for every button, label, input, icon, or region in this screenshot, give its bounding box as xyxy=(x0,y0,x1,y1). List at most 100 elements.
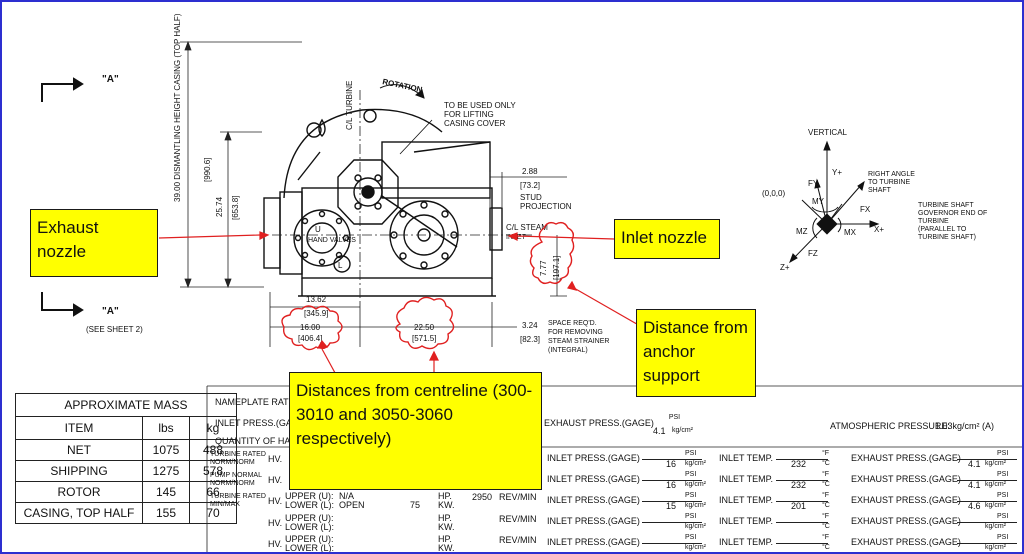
row-temp-c: °C xyxy=(822,523,830,530)
dim-324-value: 3.24 xyxy=(522,321,538,330)
row-temp-f: °F xyxy=(822,450,830,457)
atmospheric-value: 1.03kg/cm² (A) xyxy=(935,421,995,431)
nameplate-exhaust-value: 4.1 xyxy=(653,426,666,436)
anchor-distance-dimension xyxy=(550,235,567,297)
inlet-flange xyxy=(381,195,459,270)
mass-lbs: 1275 xyxy=(142,460,190,482)
mass-lbs: 1075 xyxy=(142,439,190,461)
right-angle-1: RIGHT ANGLE xyxy=(868,171,915,178)
section-a-bottom-label: "A" xyxy=(102,306,119,317)
mass-item: NET xyxy=(15,439,143,461)
anchor-dim-value: 7.77 xyxy=(539,260,548,276)
anchor-dim-mm: [197.1] xyxy=(552,256,561,280)
stud-label-1: STUD xyxy=(520,193,542,202)
row-inlet-temp-label: INLET TEMP. xyxy=(719,453,774,463)
value-underline xyxy=(776,543,828,544)
lifting-note-1: TO BE USED ONLY xyxy=(444,101,516,110)
row-inlet-temp-label: INLET TEMP. xyxy=(719,516,774,526)
nameplate-exhaust-kg: kg/cm² xyxy=(672,427,693,434)
value-underline xyxy=(957,459,1017,460)
turbine-minmax-value: MIN/MAX xyxy=(210,501,240,508)
mass-item: ROTOR xyxy=(15,481,143,503)
lifting-note-3: CASING COVER xyxy=(444,119,506,128)
hp-label: HP. xyxy=(438,534,452,544)
upper-u-label: UPPER (U): xyxy=(285,491,334,501)
row-inlet-kg: kg/cm² xyxy=(685,460,706,467)
table-row: SHIPPING 1275 578 xyxy=(15,460,237,482)
row-inlet-kg: kg/cm² xyxy=(685,544,706,551)
row-temp-f: °F xyxy=(822,513,830,520)
row-inlet-press-label: INLET PRESS.(GAGE) xyxy=(547,537,640,547)
row-temp-f: °F xyxy=(822,492,830,499)
kw-value: 75 xyxy=(410,500,421,510)
row-inlet-press-label: INLET PRESS.(GAGE) xyxy=(547,495,640,505)
shaft-note-1: TURBINE SHAFT xyxy=(918,202,974,209)
row-inlet-temp-label: INLET TEMP. xyxy=(719,495,774,505)
cl-turbine-label: C/L TURBINE xyxy=(345,81,354,130)
row-exhaust-psi: PSI xyxy=(997,492,1009,499)
row-temp-c: °C xyxy=(822,460,830,467)
rev-min-label: REV/MIN xyxy=(499,492,537,502)
row-inlet-temp-label: INLET TEMP. xyxy=(719,474,774,484)
nameplate-exhaust-psi: PSI xyxy=(668,414,681,421)
row-exhaust-value: 4.6 xyxy=(968,501,981,511)
space-req-4: (INTEGRAL) xyxy=(548,347,588,354)
lower-l-label: LOWER (L): xyxy=(285,522,335,532)
turbine-minmax-label: TURBINE RATED xyxy=(210,493,266,500)
hand-valve-l: L xyxy=(338,261,343,270)
row-exhaust-kg: kg/cm² xyxy=(985,523,1006,530)
stud-label-2: PROJECTION xyxy=(520,202,572,211)
lifting-leader xyxy=(399,119,433,155)
nameplate-inlet-press: INLET PRESS.(GAGE) xyxy=(215,418,308,428)
row-temp-value: 201 xyxy=(791,501,807,511)
dim-2250-value: 22.50 xyxy=(414,323,435,332)
mass-header-kg: kg xyxy=(189,416,237,440)
value-underline xyxy=(642,543,702,544)
centreline-cloud-left xyxy=(281,305,343,351)
value-underline xyxy=(776,522,828,523)
axis-fy: FY xyxy=(808,179,819,188)
right-angle-3: SHAFT xyxy=(868,187,892,194)
axis-fz: FZ xyxy=(808,249,818,258)
turbine-outline xyxy=(263,108,503,297)
space-req-2: FOR REMOVING xyxy=(548,329,603,336)
nameplate-title: NAMEPLATE RATING xyxy=(215,397,305,407)
hv-label: HV. xyxy=(268,518,283,528)
hp-label: HP. xyxy=(438,491,452,501)
mass-item: CASING, TOP HALF xyxy=(15,502,143,524)
shaft-note-2: GOVERNOR END OF xyxy=(918,210,987,217)
rev-min-label: REV/MIN xyxy=(499,514,537,524)
row-exhaust-psi: PSI xyxy=(997,534,1009,541)
mass-kg: 66 xyxy=(189,481,237,503)
mass-header-item: ITEM xyxy=(15,416,143,440)
rev-min-label: REV/MIN xyxy=(499,535,537,545)
dim-1600-mm: [406.4] xyxy=(298,334,322,343)
axis-diagram xyxy=(789,140,880,264)
turbine-rated-norm: NORM/NORM xyxy=(210,459,255,466)
row-exhaust-kg: kg/cm² xyxy=(985,544,1006,551)
row-inlet-psi: PSI xyxy=(685,471,697,478)
upper-u-label: UPPER (U): xyxy=(285,513,334,523)
row-inlet-kg: kg/cm² xyxy=(685,523,706,530)
row-temp-f: °F xyxy=(822,534,830,541)
row-temp-f: °F xyxy=(822,471,830,478)
anchor-revision-cloud xyxy=(529,221,575,285)
row-exhaust-psi: PSI xyxy=(997,471,1009,478)
row-inlet-press-label: INLET PRESS.(GAGE) xyxy=(547,474,640,484)
mass-kg: 70 xyxy=(189,502,237,524)
mass-item: SHIPPING xyxy=(15,460,143,482)
value-underline xyxy=(957,543,1017,544)
hp-label: HP. xyxy=(438,513,452,523)
row-inlet-value: 16 xyxy=(666,480,677,490)
row-exhaust-psi: PSI xyxy=(997,513,1009,520)
value-underline xyxy=(776,459,828,460)
table-row: ROTOR 145 66 xyxy=(15,481,237,503)
axis-fx: FX xyxy=(860,205,871,214)
mass-header-lbs: lbs xyxy=(142,416,190,440)
row-exhaust-psi: PSI xyxy=(997,450,1009,457)
lower-open-value: OPEN xyxy=(339,500,365,510)
axis-z-plus: Z+ xyxy=(780,263,790,272)
row-inlet-psi: PSI xyxy=(685,513,697,520)
row-temp-c: °C xyxy=(822,502,830,509)
hv-label: HV. xyxy=(268,454,283,464)
